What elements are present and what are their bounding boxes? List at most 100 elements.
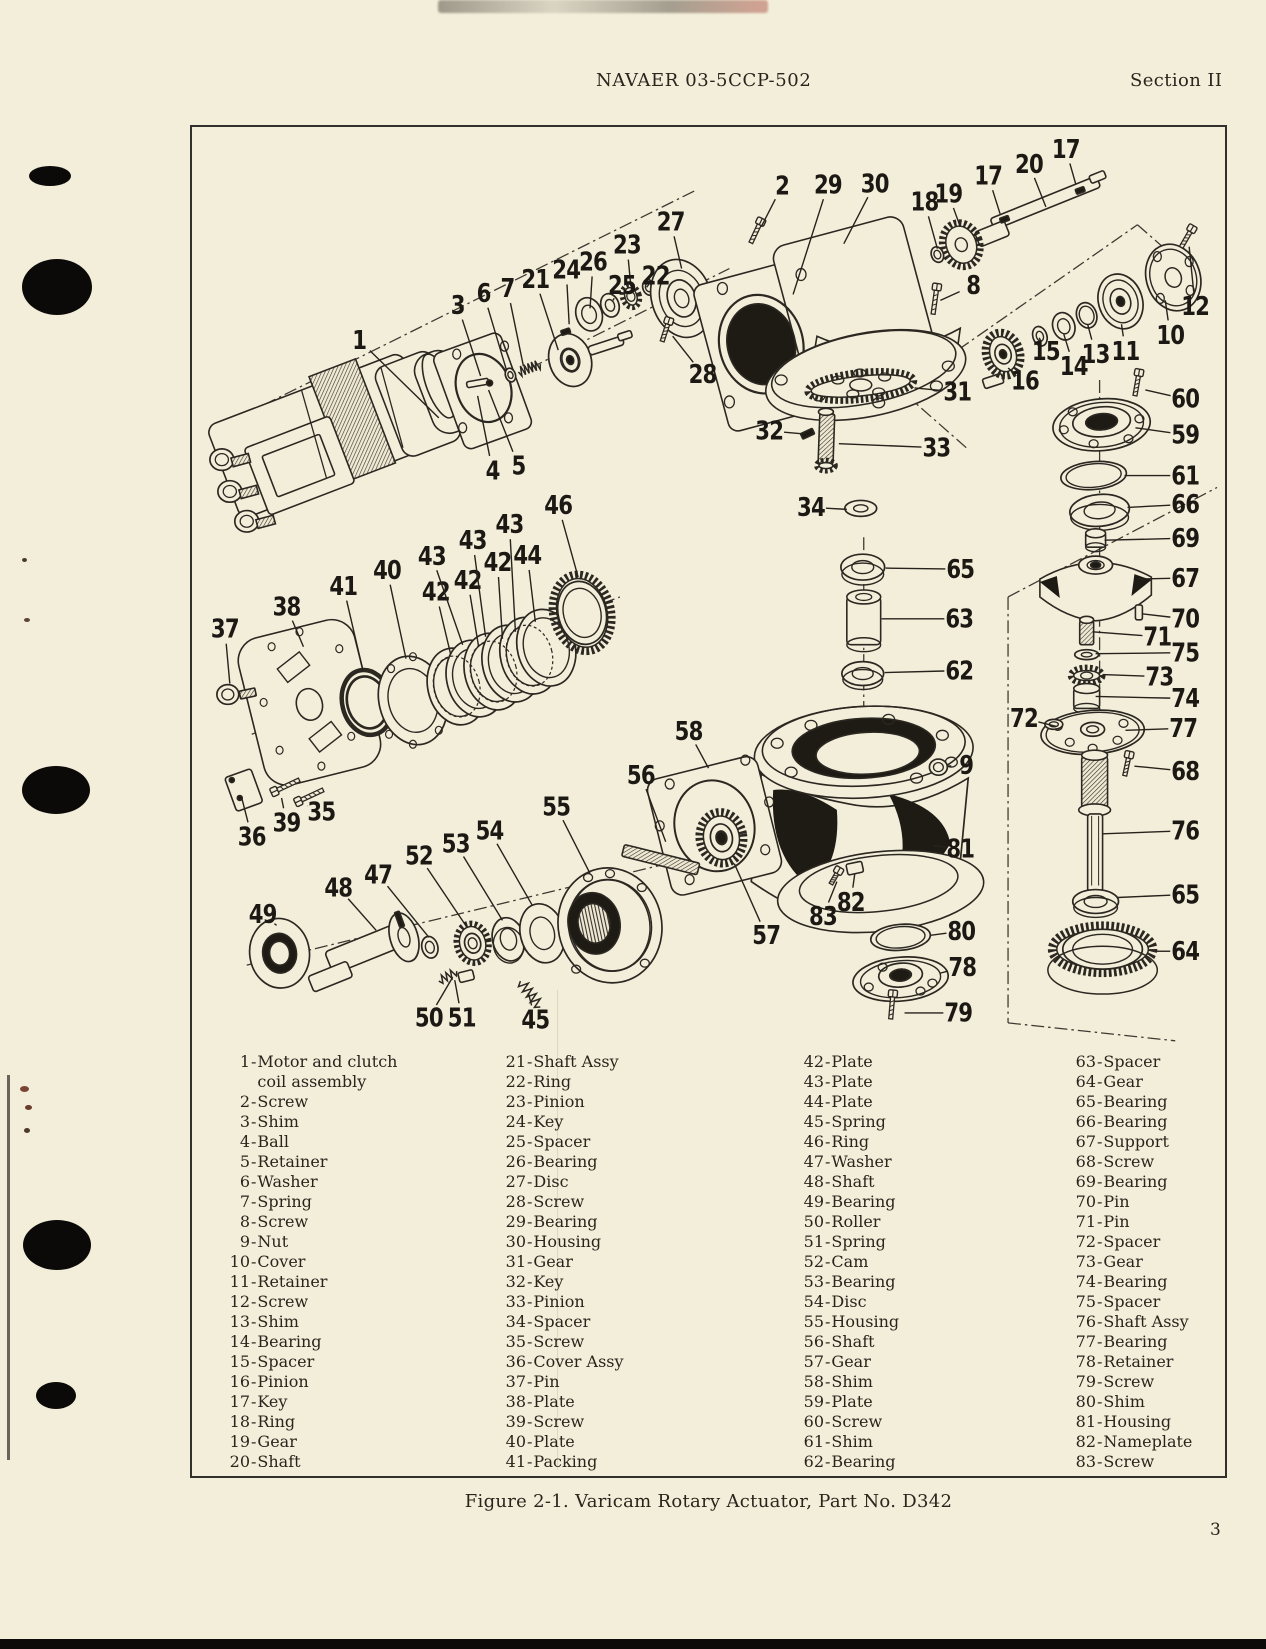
part-shape xyxy=(872,387,886,397)
part-item: 30-Housing xyxy=(502,1232,624,1252)
part-name: Shim xyxy=(1103,1392,1145,1411)
callout-number: 72 xyxy=(1010,703,1038,734)
part-name: Motor and clutch coil assembly xyxy=(257,1052,398,1091)
part-shape xyxy=(604,868,616,879)
part-item: 48-Shaft xyxy=(800,1172,899,1192)
part-item: 55-Housing xyxy=(800,1312,900,1332)
part-name: Ring xyxy=(831,1132,870,1151)
part-name: Screw xyxy=(533,1412,585,1431)
part-item: 41-Packing xyxy=(502,1452,624,1472)
callout-leader xyxy=(673,236,683,269)
part-shape xyxy=(1058,425,1069,435)
part-shape xyxy=(485,379,494,387)
callout-leader xyxy=(435,976,454,1006)
part-shape xyxy=(878,372,892,382)
part-name: Screw xyxy=(533,1192,585,1211)
screw-glyph xyxy=(828,865,845,886)
callout-leader xyxy=(933,845,946,848)
part-item: 21-Shaft Assy xyxy=(502,1052,624,1072)
part-item: 10-Cover xyxy=(226,1252,403,1272)
part-shape xyxy=(221,190,695,427)
callout-leader xyxy=(426,867,467,926)
callout-leader xyxy=(852,873,856,888)
callout-leader xyxy=(241,797,249,823)
part-item: 17-Key xyxy=(226,1392,403,1412)
part-shape xyxy=(817,412,836,465)
part-name: Spring xyxy=(831,1232,886,1251)
callout-leader xyxy=(784,431,802,435)
part-shape xyxy=(1132,367,1145,397)
callout-number: 49 xyxy=(249,899,277,930)
part-shape xyxy=(259,697,268,708)
part-shape xyxy=(1080,671,1094,680)
part-name: Bearing xyxy=(831,1452,896,1471)
part-shape xyxy=(1007,486,1218,598)
part-shape xyxy=(664,778,675,790)
part-shape xyxy=(760,844,771,856)
callout-leader xyxy=(1102,673,1145,677)
callout-number: 83 xyxy=(809,901,837,932)
callout-number: 76 xyxy=(1171,816,1199,847)
part-name: Bearing xyxy=(533,1212,598,1231)
part-number: 63 xyxy=(1075,1052,1096,1071)
part-number: 30 xyxy=(505,1232,526,1251)
screw-glyph xyxy=(1122,750,1135,777)
part-item: 53-Bearing xyxy=(800,1272,899,1292)
part-number: 50 xyxy=(803,1212,824,1231)
part-shape xyxy=(654,820,665,832)
part-shape xyxy=(828,865,845,886)
part-shape xyxy=(565,354,575,366)
part-item: 15-Spacer xyxy=(226,1352,403,1372)
part-shape xyxy=(380,367,404,448)
part-item: 78-Retainer xyxy=(1072,1352,1192,1372)
part-number: 2 xyxy=(239,1092,250,1111)
part-name: Spring xyxy=(831,1112,886,1131)
callout-number: 71 xyxy=(1143,621,1171,652)
part-shape xyxy=(954,237,969,253)
part-shape xyxy=(684,873,695,886)
part-item: 20-Shaft xyxy=(226,1452,403,1472)
callout-number: 31 xyxy=(943,377,971,408)
part-shape xyxy=(388,912,420,963)
part-shape xyxy=(1031,325,1049,347)
callout-number: 41 xyxy=(329,571,357,602)
part-shape xyxy=(882,713,896,725)
part-item: 63-Spacer xyxy=(1072,1052,1192,1072)
part-item: 31-Gear xyxy=(502,1252,624,1272)
part-shape xyxy=(1072,682,1101,695)
callout-number: 2 xyxy=(775,171,789,202)
callout-leader xyxy=(1069,163,1077,185)
part-shape xyxy=(813,457,838,474)
part-number: 34 xyxy=(505,1312,526,1331)
callout-number: 17 xyxy=(1052,134,1080,165)
figure-caption: Figure 2-1. Varicam Rotary Actuator, Par… xyxy=(464,1491,953,1512)
callout-number: 74 xyxy=(1171,683,1199,714)
part-shape xyxy=(458,422,468,434)
callout-leader xyxy=(389,584,407,659)
callout-number: 65 xyxy=(1171,879,1199,910)
callout-number: 78 xyxy=(948,952,976,983)
callout-leader xyxy=(885,567,946,570)
part-item: 35-Screw xyxy=(502,1332,624,1352)
part-number: 82 xyxy=(1075,1432,1096,1451)
callout-leader xyxy=(1142,613,1171,618)
part-shape xyxy=(434,725,443,735)
part-item: 8-Screw xyxy=(226,1212,403,1232)
callout-leader xyxy=(1104,537,1171,541)
part-item: 1-Motor and clutch coil assembly xyxy=(226,1052,403,1092)
part-name: Shim xyxy=(831,1372,873,1391)
part-shape xyxy=(530,267,730,369)
part-shape xyxy=(1084,412,1119,431)
part-shape xyxy=(1071,888,1120,915)
screw-glyph xyxy=(1132,367,1145,397)
part-shape xyxy=(639,958,650,968)
part-shape xyxy=(817,407,835,417)
part-name: Shaft xyxy=(257,1452,301,1471)
part-shape xyxy=(616,329,633,342)
part-item: 39-Screw xyxy=(502,1412,624,1432)
callout-number: 6 xyxy=(477,278,491,309)
punch-hole xyxy=(29,166,71,186)
callout-leader xyxy=(280,797,285,809)
part-name: Key xyxy=(257,1392,288,1411)
